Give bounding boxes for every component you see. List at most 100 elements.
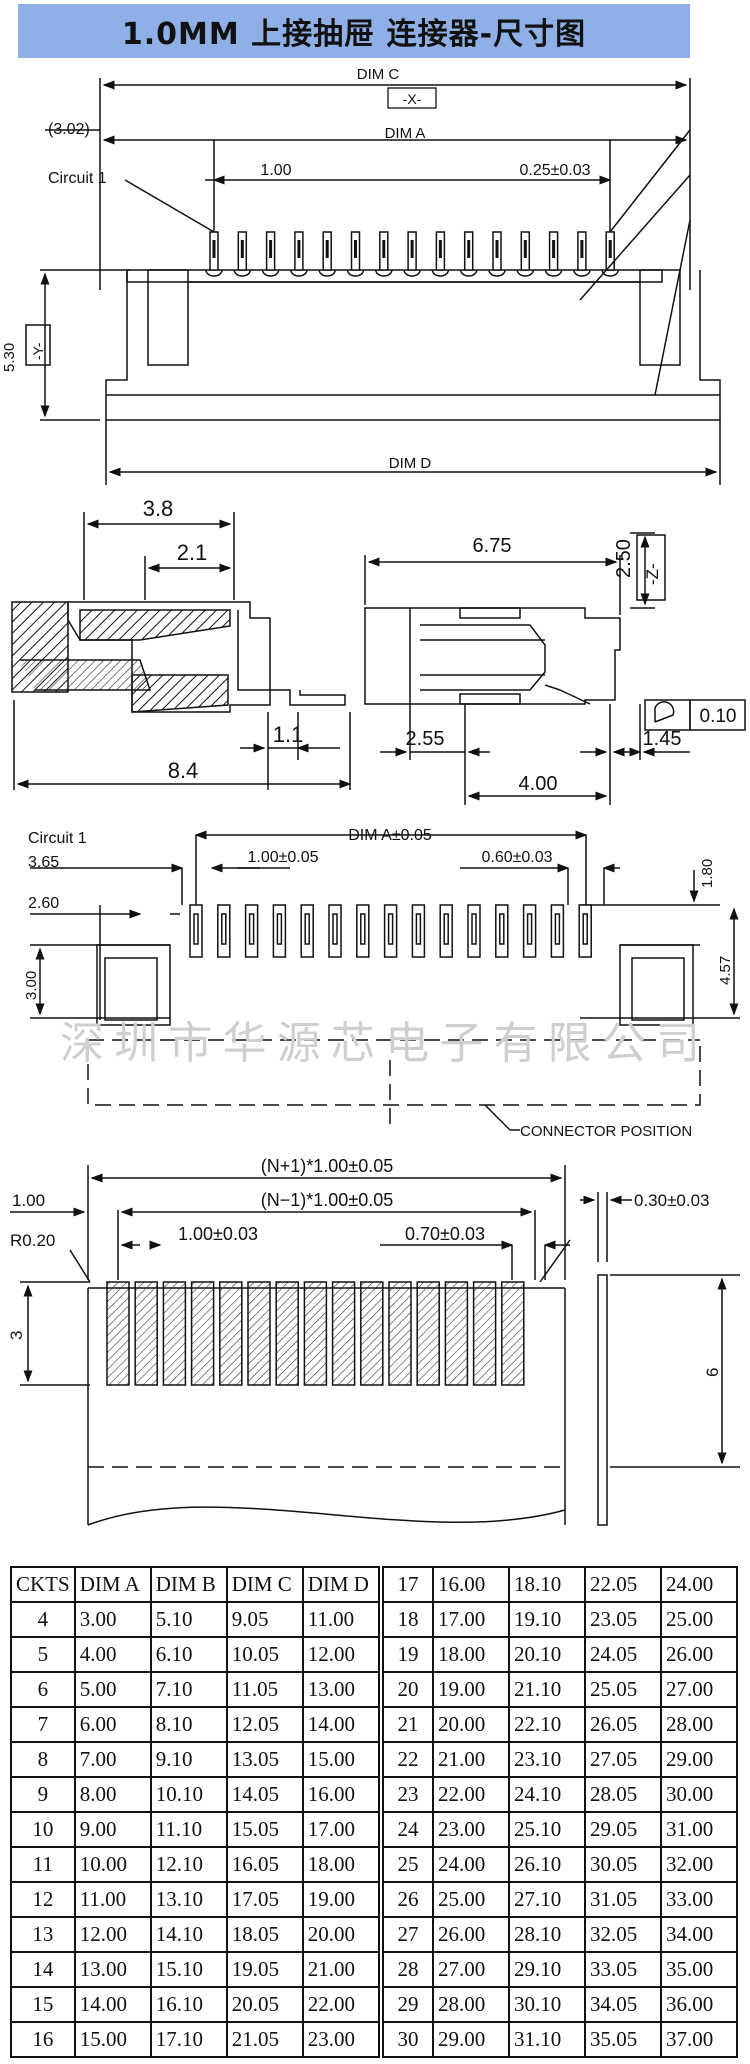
table-cell: 25.00 (432, 1881, 510, 1918)
table-header-cell: DIM C (225, 1566, 304, 1603)
fpc-finger (388, 1281, 412, 1386)
table-header-cell: DIM B (149, 1566, 228, 1603)
pcb-pad-inner (360, 913, 366, 945)
table-cell: 12.05 (225, 1706, 304, 1743)
pcb-dim-3: 2.60 (28, 895, 59, 912)
table-cell: 33.05 (584, 1951, 662, 1988)
pcb-pad-inner (248, 913, 255, 945)
table-cell: 29 (382, 1986, 434, 2023)
height-label: 5.30 (1, 343, 18, 372)
pin-foot (318, 269, 336, 277)
pin-foot (544, 269, 563, 277)
flatness-label: 0.10 (700, 706, 737, 727)
table-cell: 18.00 (432, 1636, 510, 1673)
fpc-inner-label: (N−1)*1.00±0.05 (261, 1190, 393, 1210)
connector-pin-contact (240, 240, 244, 258)
top-view-labels: DIM C -X- (3.02) DIM A Circuit 1 1.00 0.… (1, 66, 591, 472)
dim-c-label: DIM C (357, 66, 400, 83)
table-cell: 15.10 (149, 1951, 228, 1988)
table-cell: 24.00 (432, 1846, 510, 1883)
fpc-finger (416, 1281, 440, 1386)
pcb-pad-inner (582, 913, 588, 945)
pcb-pad-inner (304, 913, 310, 945)
pcb-pad-width-label: 0.60±0.03 (481, 849, 552, 866)
table-cell: 22.00 (432, 1776, 510, 1813)
connector-pin-contact (438, 240, 442, 258)
pcb-pad-inner (221, 913, 227, 945)
y-datum-label: -Y- (30, 342, 46, 360)
table-cell: 9 (10, 1776, 76, 1813)
table-cell: 11 (10, 1846, 76, 1883)
table-cell: 4.00 (73, 1636, 152, 1673)
table-cell: 5.10 (149, 1601, 228, 1638)
table-cell: 6.10 (149, 1636, 228, 1673)
table-cell: 28.10 (508, 1916, 586, 1953)
table-cell: 13.10 (149, 1881, 228, 1918)
table-cell: 15.05 (225, 1811, 304, 1848)
table-cell: 6 (10, 1671, 76, 1708)
pcb-dim-2: 1.80 (699, 859, 716, 888)
pcb-circuit-label: Circuit 1 (28, 830, 87, 847)
table-cell: 26.10 (508, 1846, 586, 1883)
connector-pin-contact (580, 240, 584, 258)
table-cell: 21.10 (508, 1671, 586, 1708)
table-cell: 11.00 (73, 1881, 152, 1918)
table-cell: 3.00 (73, 1601, 152, 1638)
pcb-dim-5: 4.57 (717, 956, 734, 985)
table-cell: 19.05 (225, 1951, 304, 1988)
fpc-finger (472, 1281, 497, 1386)
fpc-dim-left: 3 (7, 1331, 26, 1340)
table-cell: 28.05 (584, 1776, 662, 1813)
table-cell: 10.00 (73, 1846, 152, 1883)
table-cell: 13.05 (225, 1741, 304, 1778)
table-cell: 7.10 (149, 1671, 228, 1708)
table-cell: 17.05 (225, 1881, 304, 1918)
table-cell: 16 (10, 2021, 76, 2058)
table-cell: 15.00 (73, 2021, 152, 2058)
table-cell: 16.05 (225, 1846, 304, 1883)
table-cell: 14.10 (149, 1916, 228, 1953)
table-cell: 17.00 (301, 1811, 380, 1848)
table-cell: 21.00 (432, 1741, 510, 1778)
table-cell: 10.10 (149, 1776, 228, 1813)
table-cell: 37.00 (660, 2021, 738, 2058)
drawing-sheet: DIM C -X- (3.02) DIM A Circuit 1 1.00 0.… (1, 66, 746, 1526)
fpc-finger (444, 1281, 469, 1386)
table-cell: 24 (382, 1811, 434, 1848)
table-cell: 15.00 (301, 1741, 380, 1778)
table-cell: 27 (382, 1916, 434, 1953)
table-cell: 7.00 (73, 1741, 152, 1778)
table-cell: 24.10 (508, 1776, 586, 1813)
fpc-finger (501, 1281, 525, 1386)
table-cell: 25.10 (508, 1811, 586, 1848)
title-banner: 1.0MM 上接抽屉 连接器-尺寸图 (18, 4, 690, 58)
connector-pin-contact (467, 240, 471, 258)
pcb-pad-inner (499, 913, 505, 945)
table-cell: 26 (382, 1881, 434, 1918)
table-cell: 24.05 (584, 1636, 662, 1673)
table-cell: 10 (10, 1811, 76, 1848)
side-view (11, 512, 352, 790)
table-cell: 19.10 (508, 1601, 586, 1638)
table-cell: 17.00 (432, 1601, 510, 1638)
table-cell: 22 (382, 1741, 434, 1778)
table-cell: 21.00 (301, 1951, 380, 1988)
table-cell: 26.00 (660, 1636, 738, 1673)
pin-foot (516, 269, 535, 277)
table-cell: 22.05 (584, 1566, 662, 1603)
pin-foot (233, 269, 252, 277)
table-cell: 32.00 (660, 1846, 738, 1883)
